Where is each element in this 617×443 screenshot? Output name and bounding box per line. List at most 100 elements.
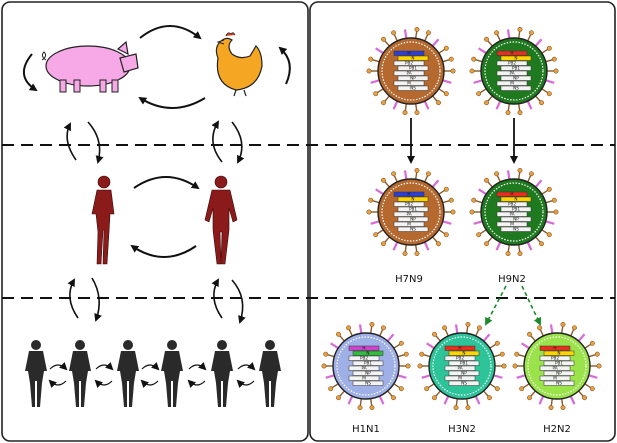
segment-label: N [411, 56, 414, 61]
segment-label: NP [513, 76, 519, 81]
pig-icon [41, 40, 139, 93]
segment-label: NP [556, 371, 562, 376]
segment-label: PA [406, 212, 411, 217]
human-population-row [25, 340, 281, 407]
virus-label-h2n2: H2N2 [543, 424, 571, 435]
human-figure-icon [211, 340, 233, 407]
segment-label: PA [361, 366, 366, 371]
segment-label: M [362, 376, 366, 381]
exchange-arrows [140, 361, 160, 389]
segment-label: M [510, 81, 514, 86]
transmission-arrows-upper [63, 120, 245, 164]
segment-label: PB2 [360, 356, 368, 361]
chicken-icon [215, 32, 263, 97]
segment-label: PB2 [456, 356, 464, 361]
segment-label: PB1 [555, 361, 563, 366]
segment-label: PB2 [405, 202, 413, 207]
human-figure-icon [25, 340, 47, 407]
segment-label: M [407, 81, 411, 86]
segment-label: NS [365, 381, 371, 386]
human-figure-icon [259, 340, 281, 407]
segment-label: NS [461, 381, 467, 386]
segment-label: NP [513, 217, 519, 222]
segment-label: NS [513, 86, 519, 91]
segment-label: PA [406, 71, 411, 76]
segment-label: PA [552, 366, 557, 371]
human-figure-icon [204, 175, 238, 265]
segment-label: PB2 [551, 356, 559, 361]
exchange-arrows [236, 361, 256, 389]
segment-label: PB2 [405, 61, 413, 66]
virus-group: HNPB2PB1PANPMNSHNPB2PB1PANPMNSHNPB2PB1PA… [321, 26, 602, 411]
segment-label: H [553, 346, 556, 351]
virus-label-h7n9: H7N9 [395, 274, 423, 285]
segment-label: NS [410, 86, 416, 91]
segment-label: PA [509, 212, 514, 217]
segment-label: N [366, 351, 369, 356]
right-panel-frame [309, 1, 616, 442]
cycle-arrows-top [23, 25, 291, 109]
segment-label: PB1 [460, 361, 468, 366]
segment-label: H [510, 192, 513, 197]
segment-label: H [362, 346, 365, 351]
human-figure-icon [117, 340, 139, 407]
segment-label: NP [461, 371, 467, 376]
segment-label: N [462, 351, 465, 356]
exchange-arrows [187, 361, 207, 389]
segment-label: NS [410, 227, 416, 232]
segment-label: N [411, 197, 414, 202]
human-figure-icon [161, 340, 183, 407]
segment-label: NS [556, 381, 562, 386]
segment-label: N [514, 197, 517, 202]
segment-label: PB1 [512, 66, 520, 71]
segment-label: PB2 [508, 202, 516, 207]
segment-label: PB2 [508, 61, 516, 66]
segment-label: M [510, 222, 514, 227]
human-figure-icon [91, 175, 115, 265]
reassortment-arrows [485, 285, 542, 326]
segment-label: M [553, 376, 557, 381]
segment-label: NP [410, 76, 416, 81]
virus-label-h1n1: H1N1 [352, 424, 380, 435]
segment-label: PB1 [409, 66, 417, 71]
segment-label: N [514, 56, 517, 61]
segment-label: PB1 [512, 207, 520, 212]
segment-label: H [407, 51, 410, 56]
cycle-arrows-middle [130, 176, 200, 258]
human-figure-icon [69, 340, 91, 407]
segment-label: H [510, 51, 513, 56]
transmission-arrows-lower [67, 277, 246, 324]
segment-label: NP [365, 371, 371, 376]
virus-label-h3n2: H3N2 [448, 424, 476, 435]
segment-label: PB1 [409, 207, 417, 212]
exchange-arrows [94, 361, 114, 389]
lineage-arrows [407, 118, 518, 164]
segment-label: H [407, 192, 410, 197]
exchange-arrows [48, 361, 68, 389]
segment-label: M [407, 222, 411, 227]
segment-label: NP [410, 217, 416, 222]
segment-label: PA [457, 366, 462, 371]
left-panel-frame [1, 1, 309, 442]
virus-label-h9n2: H9N2 [498, 274, 526, 285]
segment-label: NS [513, 227, 519, 232]
segment-label: PA [509, 71, 514, 76]
segment-label: M [458, 376, 462, 381]
segment-label: PB1 [364, 361, 372, 366]
